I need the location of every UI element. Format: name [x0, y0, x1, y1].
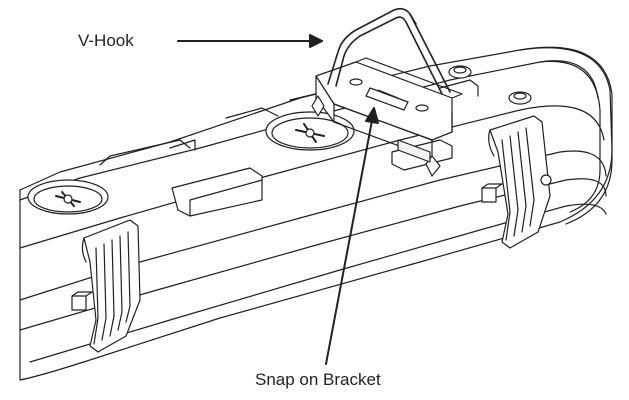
snap-on-bracket: [311, 57, 463, 177]
latch-clip-left: [71, 219, 141, 353]
screw-boss-center: [265, 111, 355, 151]
screw-top-1: [448, 65, 472, 79]
callout-arrow-vhook: [177, 34, 323, 48]
snap-on-bracket-label: Snap on Bracket: [255, 370, 381, 389]
v-hook-label: V-Hook: [78, 31, 134, 50]
screw-boss-left: [27, 179, 109, 215]
latch-clip-right: [481, 115, 552, 249]
callout-arrow-bracket: [325, 107, 379, 365]
screw-top-2: [508, 91, 532, 105]
v-hook: [327, 7, 451, 95]
